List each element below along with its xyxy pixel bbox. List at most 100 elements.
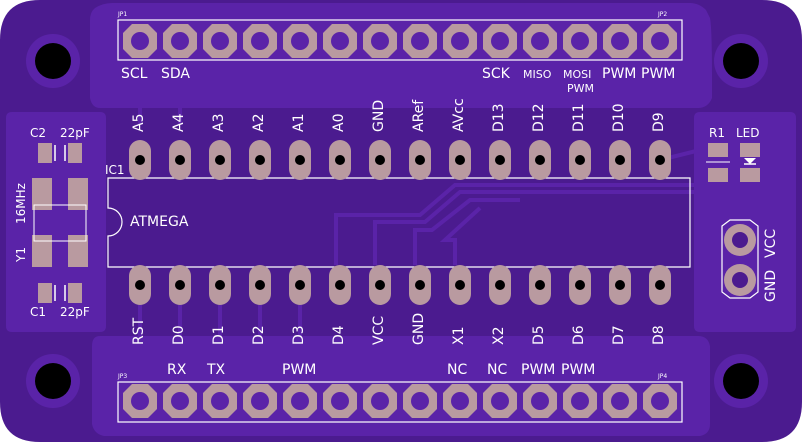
- ic-bottom-pin-hole-7: [375, 280, 385, 290]
- ic-bottom-pin-hole-13: [615, 280, 625, 290]
- ic-bottom-pin-label-7: VCC: [371, 315, 387, 345]
- ic-top-pin-label-7: GND: [371, 99, 387, 132]
- ic-top-pin-hole-9: [455, 155, 465, 165]
- c1-value: 22pF: [60, 305, 90, 319]
- ic-body-outline: [107, 177, 691, 268]
- copper-pour-left: [6, 112, 106, 332]
- mounting-hole-tr: [714, 34, 768, 88]
- ic-bottom-pin-hole-4: [255, 280, 265, 290]
- ic-top-pin-hole-11: [535, 155, 545, 165]
- header-bottom-outline: [117, 381, 683, 423]
- mounting-hole-bl: [26, 354, 80, 408]
- ic-bottom-pin-label-3: D1: [211, 325, 227, 345]
- label-tx: TX: [207, 362, 226, 378]
- header-top-hole-4: [251, 32, 269, 50]
- header-bottom-hole-10: [491, 392, 509, 410]
- ic-top-pin-label-11: D12: [531, 103, 547, 132]
- header-top-pads: [123, 24, 677, 58]
- ic-top-pin-hole-1: [135, 155, 145, 165]
- label-nc-1: NC: [447, 362, 468, 378]
- ic-bottom-pin-label-8: GND: [411, 312, 427, 345]
- ic-top-pin-label-8: ARef: [411, 99, 427, 132]
- header-bottom-pads: [123, 384, 677, 418]
- ic-bottom-pin-hole-6: [335, 280, 345, 290]
- label-mosi-pwm: PWM: [567, 82, 595, 95]
- label-pwm-d10: PWM: [602, 66, 637, 82]
- ic-top-pins: [129, 140, 671, 180]
- ic-bottom-pin-hole-11: [535, 280, 545, 290]
- header-bottom-hole-7: [371, 392, 389, 410]
- label-mosi: MOSI: [563, 68, 592, 81]
- ic-bottom-pin-label-14: D8: [651, 325, 667, 345]
- header-top-hole-2: [171, 32, 189, 50]
- ic-top-pin-hole-6: [335, 155, 345, 165]
- ic-bottom-pin-label-2: D0: [171, 325, 187, 345]
- power-header: [721, 219, 759, 299]
- label-sck: SCK: [482, 66, 510, 82]
- label-miso: MISO: [523, 68, 552, 81]
- header-top-hole-7: [371, 32, 389, 50]
- vcc-label: VCC: [763, 228, 779, 258]
- header-top-hole-6: [331, 32, 349, 50]
- ic-bottom-pin-hole-5: [295, 280, 305, 290]
- ic-top-pin-label-1: A5: [131, 113, 147, 132]
- header-top-hole-11: [531, 32, 549, 50]
- label-scl: SCL: [121, 66, 148, 82]
- header-bottom-hole-3: [211, 392, 229, 410]
- header-top-hole-5: [291, 32, 309, 50]
- ic-name: ATMEGA: [130, 214, 189, 230]
- label-sda: SDA: [161, 66, 190, 82]
- led: [740, 143, 760, 182]
- label-rx: RX: [167, 362, 187, 378]
- ic-top-pin-hole-4: [255, 155, 265, 165]
- header-bottom-hole-11: [531, 392, 549, 410]
- header-bottom-hole-8: [411, 392, 429, 410]
- c2-label: C2: [30, 126, 47, 140]
- header-bottom-hole-1: [131, 392, 149, 410]
- ic-bottom-pin-label-12: D6: [571, 325, 587, 345]
- ic-top-pin-label-4: A2: [251, 113, 267, 132]
- ic-bottom-pin-label-5: D3: [291, 325, 307, 345]
- header-bottom-hole-14: [651, 392, 669, 410]
- mounting-hole-tl: [26, 34, 80, 88]
- label-pwm-d6: PWM: [561, 362, 596, 378]
- ic-bottom-pin-hole-9: [455, 280, 465, 290]
- header-bottom-hole-9: [451, 392, 469, 410]
- ic-top-pin-label-12: D11: [571, 103, 587, 132]
- ic-top-pin-label-6: A0: [331, 113, 347, 132]
- ic-bottom-pin-label-10: X2: [491, 326, 507, 346]
- ic-bottom-pin-hole-1: [135, 280, 145, 290]
- crystal-y1: [32, 178, 88, 267]
- header-top-hole-12: [571, 32, 589, 50]
- ic-top-pin-label-3: A3: [211, 113, 227, 132]
- ic-top-pin-label-9: AVcc: [451, 98, 467, 132]
- ic-top-pin-hole-8: [415, 155, 425, 165]
- ic-bottom-pin-label-1: RST: [131, 317, 147, 345]
- header-bottom-hole-13: [611, 392, 629, 410]
- y1-label: Y1: [14, 247, 28, 262]
- jp2-label: JP2: [658, 11, 668, 18]
- ic-bottom-pin-label-6: D4: [331, 325, 347, 345]
- header-top-hole-8: [411, 32, 429, 50]
- header-top-hole-9: [451, 32, 469, 50]
- header-top-hole-3: [211, 32, 229, 50]
- ic-bottom-pin-label-9: X1: [451, 326, 467, 346]
- ic-ref: IC1: [105, 163, 125, 177]
- gnd-label: GND: [763, 269, 779, 302]
- ic-bottom-pin-hole-2: [175, 280, 185, 290]
- label-pwm-d9: PWM: [641, 66, 676, 82]
- label-nc-2: NC: [487, 362, 508, 378]
- header-top-hole-14: [651, 32, 669, 50]
- ic-top-pin-hole-2: [175, 155, 185, 165]
- traces: [63, 75, 760, 345]
- ic-top-pin-label-2: A4: [171, 113, 187, 132]
- label-pwm-d5: PWM: [521, 362, 556, 378]
- header-bottom-hole-2: [171, 392, 189, 410]
- mounting-hole-br: [714, 354, 768, 408]
- capacitor-c2: [38, 143, 82, 163]
- ic-top-pin-label-13: D10: [611, 103, 627, 132]
- header-top-outline: [117, 19, 683, 61]
- ic-bottom-pin-label-11: D5: [531, 325, 547, 345]
- r1-label: R1: [709, 126, 725, 140]
